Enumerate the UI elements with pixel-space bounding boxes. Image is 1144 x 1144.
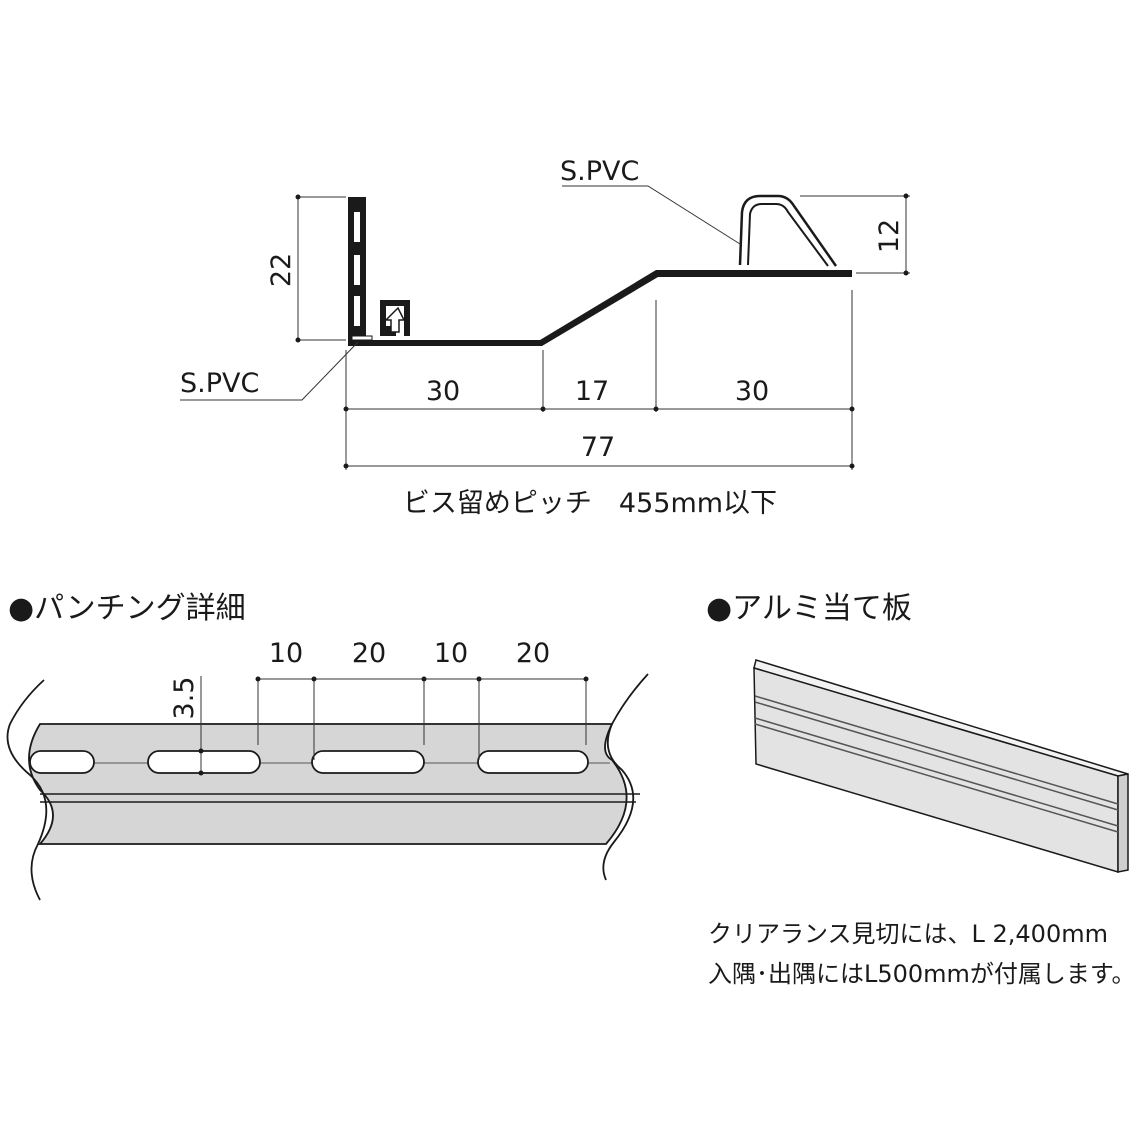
plate-groove xyxy=(754,723,1119,833)
dim-dot xyxy=(198,770,204,776)
dim-b-label: 20 xyxy=(352,638,386,669)
dim-height-right-label: 12 xyxy=(874,219,905,253)
profile-section: 22 12 S.PVC S.PVC 30 17 30 77 ビ xyxy=(180,156,910,519)
profile-wall-notch xyxy=(354,212,360,242)
dim-slot-height-label: 3.5 xyxy=(169,677,200,720)
profile-body xyxy=(348,197,852,346)
plate-groove xyxy=(754,701,1119,811)
dim-d-label: 20 xyxy=(516,638,550,669)
dim-total-label: 77 xyxy=(581,432,615,463)
punching-heading: ●パンチング詳細 xyxy=(8,591,246,626)
pvc-bulb-outer xyxy=(738,194,838,267)
dim-seg2-label: 17 xyxy=(575,376,609,407)
dim-seg3-label: 30 xyxy=(735,376,769,407)
dim-dot xyxy=(343,463,349,469)
pvc-bulb-inner xyxy=(747,203,829,267)
dim-dot xyxy=(421,676,427,682)
dim-dot xyxy=(849,406,855,412)
dim-dot xyxy=(653,406,659,412)
plate-groove xyxy=(754,717,1119,827)
dim-dot xyxy=(255,676,261,682)
aluminium-plate: ●アルミ当て板 クリアランス見切には、L 2,400mm 入隅･出隅にはL500… xyxy=(706,591,1136,988)
dim-dot xyxy=(295,337,301,343)
plate-groove xyxy=(754,695,1119,805)
slot xyxy=(29,750,95,774)
dim-dot xyxy=(198,748,204,754)
dim-dot xyxy=(903,270,909,276)
dim-dot xyxy=(903,193,909,199)
dim-dot xyxy=(295,194,301,200)
slot xyxy=(477,750,589,774)
punching-detail: ●パンチング詳細 3.5 10 20 10 xyxy=(6,591,649,901)
pvc-clip-arrow xyxy=(384,306,406,333)
dim-dot xyxy=(311,676,317,682)
spvc-label-bottom: S.PVC xyxy=(180,368,259,399)
dim-c-label: 10 xyxy=(434,638,468,669)
plate-front-face xyxy=(753,666,1119,874)
dim-height-label: 22 xyxy=(266,253,297,287)
dim-dot xyxy=(476,676,482,682)
plate-heading: ●アルミ当て板 xyxy=(706,591,912,626)
slot xyxy=(147,750,261,774)
spvc-leader-bottom xyxy=(180,341,359,401)
dim-dot xyxy=(849,463,855,469)
break-line-left xyxy=(6,679,48,901)
dim-dot xyxy=(343,406,349,412)
screw-pitch-text: ビス留めピッチ 455mm以下 xyxy=(403,488,777,519)
dim-dot xyxy=(540,406,546,412)
punching-strip xyxy=(28,723,628,845)
plate-note-line1: クリアランス見切には、L 2,400mm xyxy=(708,920,1108,948)
profile-wall-notch xyxy=(354,255,360,285)
slot xyxy=(311,750,425,774)
spvc-leader-top xyxy=(562,185,741,245)
plate-note-line2: 入隅･出隅にはL500mmが付属します。 xyxy=(708,960,1136,988)
spvc-label-top: S.PVC xyxy=(560,156,639,187)
dim-dot xyxy=(583,676,589,682)
pvc-strip xyxy=(351,335,373,341)
profile-wall-notch xyxy=(354,296,360,326)
break-line-right xyxy=(602,673,649,881)
plate-end-face xyxy=(1117,773,1129,873)
dim-seg1-label: 30 xyxy=(426,376,460,407)
dim-a-label: 10 xyxy=(269,638,303,669)
pvc-clip xyxy=(380,300,410,336)
